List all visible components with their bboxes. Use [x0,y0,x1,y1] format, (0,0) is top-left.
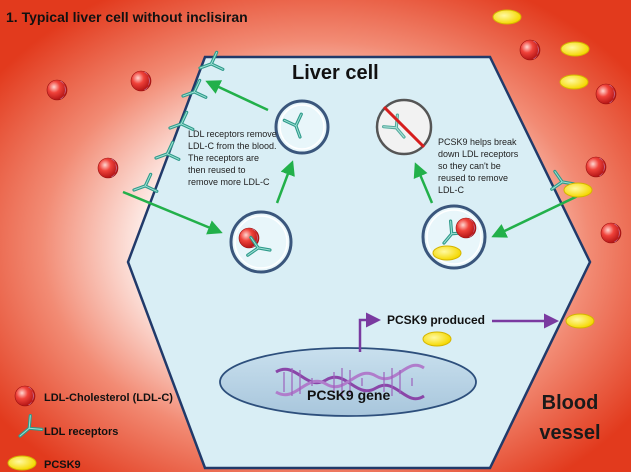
produced-arrow [358,312,381,352]
uptake-arrow [122,190,223,235]
endosome-vesicle [229,210,293,274]
pcsk9-icon [560,41,590,57]
pcsk9-uptake-arrow [491,191,585,238]
ldl-cholesterol-icon [46,79,68,101]
ldl-cholesterol-icon [600,222,622,244]
legend-ldl-receptors: LDL receptors [44,426,119,438]
pcsk9-icon [565,313,595,329]
degradation-arrow [413,162,434,204]
pcsk9-icon [563,182,593,198]
liver-cell-label: Liver cell [292,62,379,84]
ldl-cholesterol-icon [97,157,119,179]
cross-out-mark [382,105,426,149]
pcsk9-icon [559,74,589,90]
pcsk9-produced-label: PCSK9 produced [387,313,486,327]
receptor-recycling-note: LDL receptors remove LDL-C from the bloo… [188,129,277,187]
legend-pcsk9: PCSK9 [44,459,81,471]
pcsk9-icon [492,9,522,25]
pcsk9-degradation-note: PCSK9 helps break down LDL receptors so … [438,137,519,195]
recycling-vesicle [274,99,330,155]
blood-vessel-label: Blood vessel [539,392,601,444]
figure-title: 1. Typical liver cell without inclisiran [6,9,248,25]
pcsk9-icon [7,455,37,471]
ldl-cholesterol-icon [130,70,152,92]
ldl-cholesterol-icon [585,156,607,178]
dna-helix-icon [275,364,425,400]
recycle-arrow [275,160,295,204]
ldl-cholesterol-icon [14,385,36,407]
return-arrow [205,80,269,112]
ldl-cholesterol-icon [519,39,541,61]
ldl-cholesterol-icon [455,217,477,239]
pcsk9-icon [422,331,452,347]
legend-ldl-cholesterol: LDL-Cholesterol (LDL-C) [44,392,173,404]
pcsk9-gene-label: PCSK9 gene [307,387,391,403]
pcsk9-icon [432,245,462,261]
ldl-cholesterol-icon [595,83,617,105]
